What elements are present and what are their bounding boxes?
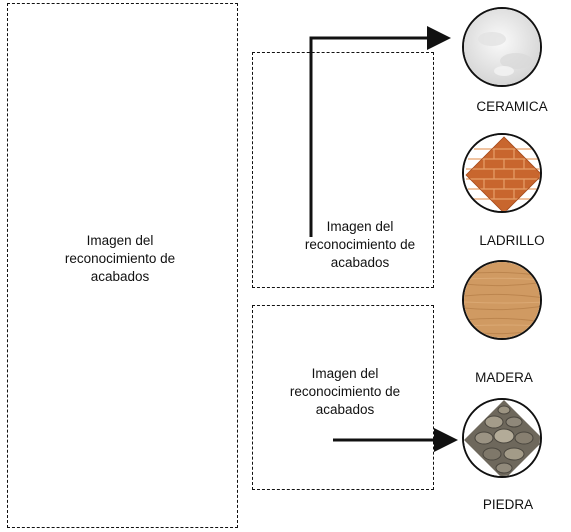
large-panel-line-3: acabados xyxy=(90,269,150,284)
label-ladrillo: LADRILLO xyxy=(479,233,545,248)
bottom-panel-line-2: reconocimiento de xyxy=(289,384,401,399)
label-piedra: PIEDRA xyxy=(482,497,534,512)
bottom-panel-caption: Imagen del reconocimiento de acabados xyxy=(265,365,425,419)
top-panel-line-1: Imagen del xyxy=(326,219,394,234)
large-panel-caption: Imagen del reconocimiento de acabados xyxy=(40,232,200,286)
label-ceramica: CERAMICA xyxy=(476,99,548,114)
bottom-panel-line-3: acabados xyxy=(315,402,375,417)
large-panel-line-1: Imagen del xyxy=(86,233,154,248)
top-panel-caption: Imagen del reconocimiento de acabados xyxy=(285,218,435,272)
arrow-to-ceramica xyxy=(309,26,451,237)
piedra-swatch xyxy=(462,398,542,478)
large-image-panel xyxy=(7,3,238,528)
bottom-panel-line-1: Imagen del xyxy=(311,366,379,381)
madera-swatch xyxy=(462,260,542,340)
top-panel-line-2: reconocimiento de xyxy=(304,237,416,252)
top-image-panel xyxy=(252,52,434,288)
bottom-image-panel xyxy=(252,305,434,490)
ceramica-swatch xyxy=(462,7,542,87)
top-panel-line-3: acabados xyxy=(330,255,390,270)
label-madera: MADERA xyxy=(475,370,533,385)
large-panel-line-2: reconocimiento de xyxy=(64,251,176,266)
ladrillo-swatch xyxy=(462,133,542,213)
